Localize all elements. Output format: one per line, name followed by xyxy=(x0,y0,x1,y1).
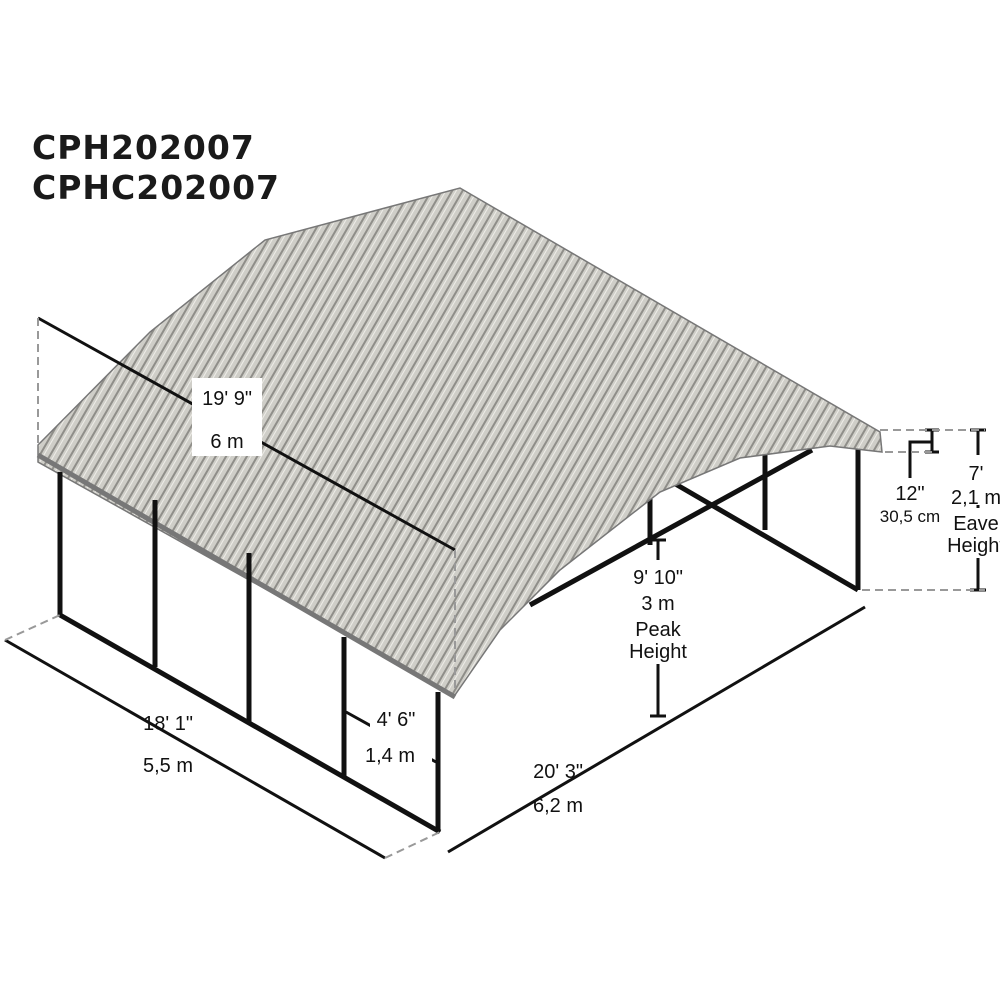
width-imperial: 18' 1" xyxy=(143,713,193,735)
overhang-imperial: 12" xyxy=(895,483,924,505)
model-number-2: CPHC202007 xyxy=(32,168,281,207)
eave-height-label-1: Eave xyxy=(953,513,999,535)
eave-height-imperial: 7' xyxy=(969,463,984,485)
back-frame xyxy=(528,440,861,608)
eave-height-label-2: Height xyxy=(947,535,1000,557)
overhang-metric: 30,5 cm xyxy=(880,507,940,526)
length-imperial: 20' 3" xyxy=(533,761,583,783)
roof-label-bg xyxy=(192,378,262,456)
peak-height-metric: 3 m xyxy=(641,593,674,615)
roof-length-imperial: 19' 9" xyxy=(202,388,252,410)
width-metric: 5,5 m xyxy=(143,755,193,777)
guide-lines xyxy=(4,318,985,859)
peak-height-label-1: Peak xyxy=(635,619,682,641)
peak-height-imperial: 9' 10" xyxy=(633,567,683,589)
spacing-label-bg xyxy=(370,702,432,770)
front-frame xyxy=(57,472,442,835)
peak-height-label-2: Height xyxy=(629,641,687,663)
model-number-1: CPH202007 xyxy=(32,128,255,167)
post-spacing-metric: 1,4 m xyxy=(365,745,415,767)
length-metric: 6,2 m xyxy=(533,795,583,817)
eave-height-metric: 2,1 m xyxy=(951,487,1000,509)
roof xyxy=(37,187,883,696)
roof-length-metric: 6 m xyxy=(210,431,243,453)
post-spacing-imperial: 4' 6" xyxy=(377,709,416,731)
